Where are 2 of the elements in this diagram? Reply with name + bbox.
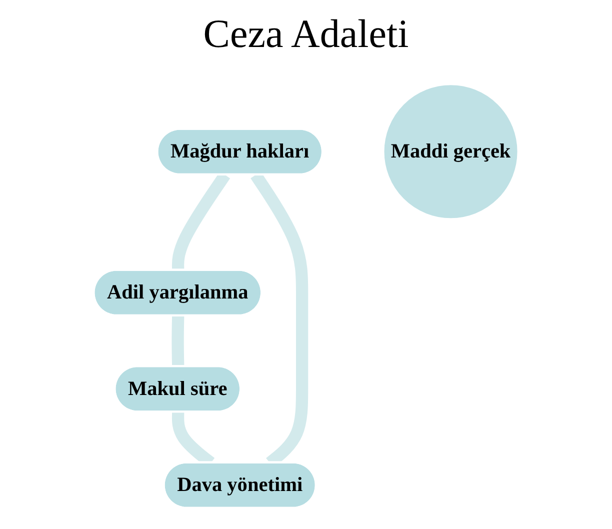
diagram-title: Ceza Adaleti (203, 10, 409, 57)
node-circle: Maddi gerçek (382, 83, 520, 220)
